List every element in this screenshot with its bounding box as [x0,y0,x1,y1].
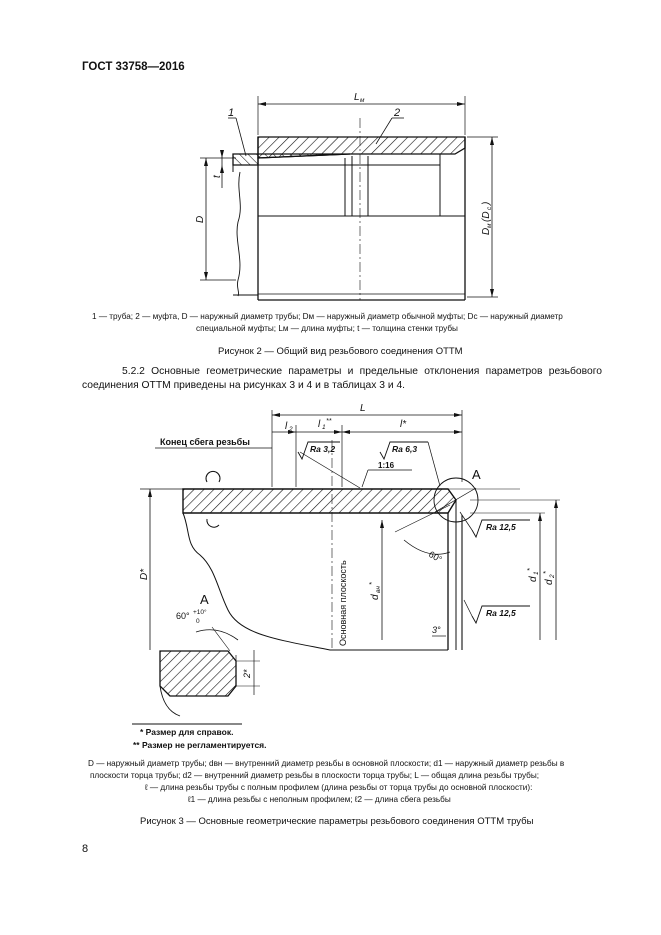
section-paragraph: 5.2.2 Основные геометрические параметры … [82,366,602,391]
fig2-label-lm-sub: м [360,97,365,104]
fig3-label-d2: d [544,579,555,585]
fig2-label-Dc: (D [481,211,492,222]
fig2-label-1: 1 [228,107,234,119]
fig3-detail-callout: A [472,467,481,482]
figure-2-caption: Рисунок 2 — Общий вид резьбового соедине… [218,346,463,357]
fig3-detail-angle: 60° [176,611,190,621]
figure-3-legend-line-3: ℓ — длина резьбы трубы с полным профилем… [145,783,533,792]
fig3-label-d1-sub: 1 [533,571,540,575]
fig3-thread-end-label: Конец сбега резьбы [160,437,250,447]
thread-pipe-section [182,488,457,514]
fig3-detail-a-title: A [200,592,209,607]
fig2-label-lm: L [354,92,360,103]
fig3-label-l: l* [400,419,407,430]
fig3-roughness-63: Ra 6,3 [392,444,417,454]
fig3-label-l1: l [318,419,321,430]
fig3-roughness-125a: Ra 12,5 [486,522,516,532]
note-nonregulated: ** Размер не регламентируется. [133,740,267,750]
figure-3-legend-line-2: плоскости торца трубы; d2 — внутренний д… [90,771,540,780]
fig3-angle-60: 60° [427,549,444,565]
fig3-detail-angle-sup: +10° [193,608,207,616]
fig3-label-l2: l [285,421,288,432]
fig2-label-D: D [195,216,206,223]
fig3-label-dvn: d [370,594,381,600]
fig3-base-plane-label: Основная плоскость [338,560,348,646]
fig2-label-Dm: D [481,228,492,235]
fig3-detail-two: 2* [242,669,252,679]
fig3-label-d1-mark: * [527,568,534,571]
figure-2-legend-line-1: 1 — труба; 2 — муфта, D — наружный диаме… [92,312,563,321]
document-header: ГОСТ 33758—2016 [82,61,185,73]
figure-2-legend-line-2: специальной муфты; Lм — длина муфты; t —… [196,324,458,333]
note-reference: * Размер для справок. [140,727,234,737]
fig3-label-dvn-mark: * [369,582,376,585]
page-number: 8 [82,843,89,855]
fig2-label-Dc-close: ) [481,202,492,206]
fig3-label-D: D* [139,568,150,580]
fig3-label-dvn-sub: вн [375,586,382,593]
figure-3-legend-line-4: ℓ1 — длина резьбы с неполным профилем; ℓ… [188,795,451,804]
fig3-label-d2-sub: 2 [549,574,556,579]
fig3-roughness-125b: Ra 12,5 [486,608,516,618]
fig3-label-L: L [360,403,366,414]
fig2-label-Dc-sub: с [486,206,493,210]
fig3-label-l1-mark: ** [326,418,332,425]
detail-a-view [159,626,260,717]
fig3-label-d1: d [528,576,539,582]
figure-3-caption: Рисунок 3 — Основные геометрические пара… [140,816,534,827]
fig3-label-3deg: 3° [432,625,441,635]
fig3-taper-label: 1:16 [378,461,395,470]
fig2-label-t: t [212,174,223,178]
figure-3-legend-line-1: D — наружный диаметр трубы; dвн — внутре… [88,759,565,768]
fig2-label-2: 2 [393,107,400,119]
fig3-label-d2-mark: * [543,571,550,574]
fig2-label-Dm-sub: м [486,223,493,228]
fig3-roughness-32: Ra 3,2 [310,444,335,454]
fig3-label-l2-sub: 2 [288,426,293,433]
fig3-detail-angle-sub: 0 [196,618,200,625]
fig3-label-l1-sub: 1 [322,424,326,431]
